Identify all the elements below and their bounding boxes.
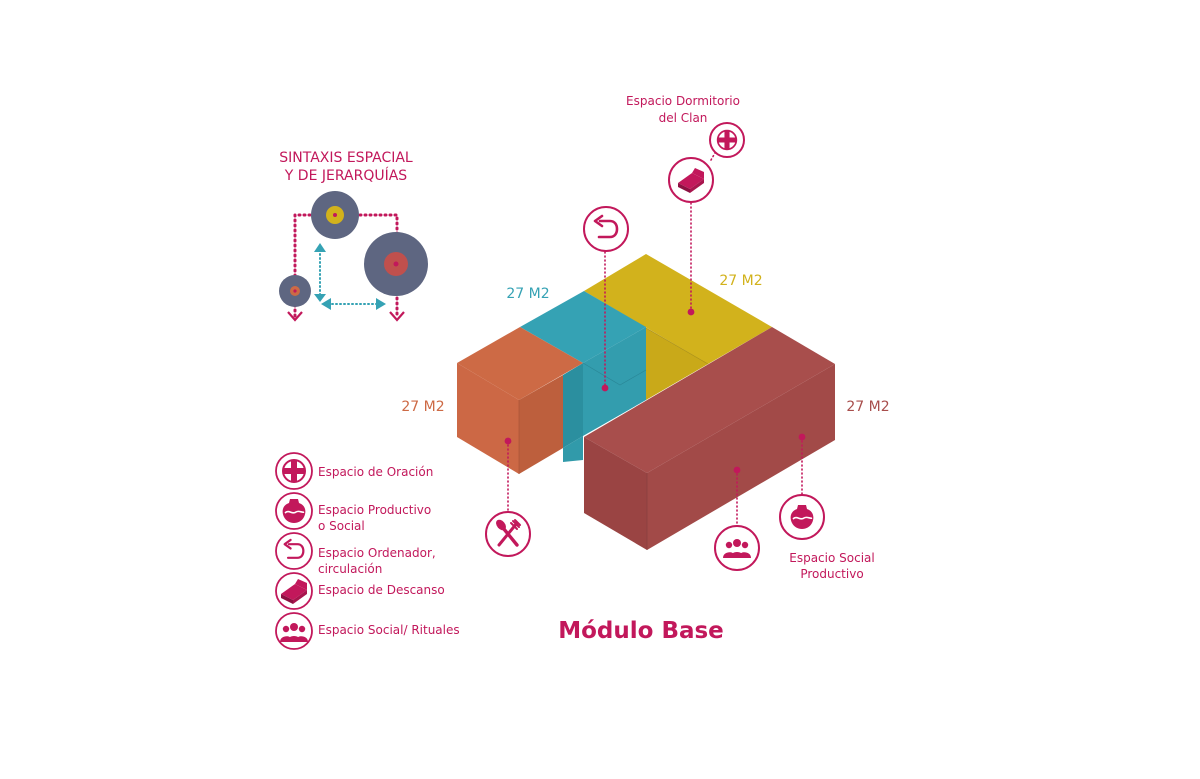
callout-people <box>714 525 760 571</box>
block-yellow-top <box>584 254 772 364</box>
area-label-red: 27 M2 <box>846 399 889 415</box>
callout-social-productivo-line1: Espacio Social <box>789 551 874 565</box>
area-label-teal: 27 M2 <box>506 286 549 302</box>
hierarchy-circle-small <box>279 275 311 307</box>
callout-utensils <box>485 511 531 557</box>
callout-cross <box>709 122 745 158</box>
legend-item: Espacio Social/ Rituales <box>275 612 460 650</box>
hierarchy-circle-large <box>364 232 428 296</box>
legend-label: Espacio Productivo <box>318 503 431 517</box>
isometric-module: 27 M2 27 M2 27 M2 27 M2 <box>401 254 890 550</box>
block-red-front <box>584 437 647 550</box>
cross-icon <box>282 459 306 483</box>
arrow-down-icon <box>314 294 326 302</box>
block-red-top <box>584 327 835 473</box>
area-label-yellow: 27 M2 <box>719 273 762 289</box>
block-red-side <box>647 364 835 550</box>
legend: Espacio de Oración Espacio Productivo o … <box>275 452 460 650</box>
legend-item: Espacio Ordenador, circulación <box>275 532 436 576</box>
legend-label: Espacio Ordenador, <box>318 546 436 560</box>
legend-label-sub: circulación <box>318 562 382 576</box>
syntax-title-line1: SINTAXIS ESPACIAL <box>279 150 413 166</box>
callout-return-arrow <box>583 206 629 252</box>
cross-icon <box>716 129 738 151</box>
diagram-title: Módulo Base <box>558 618 724 644</box>
callout-dormitorio-line2: del Clan <box>659 111 708 125</box>
block-yellow-front <box>646 328 708 400</box>
legend-label: Espacio de Descanso <box>318 583 445 597</box>
legend-label-sub: o Social <box>318 519 365 533</box>
syntax-title-line2: Y DE JERARQUÍAS <box>284 167 407 184</box>
area-label-orange: 27 M2 <box>401 399 444 415</box>
legend-item: Espacio de Descanso <box>275 572 445 610</box>
block-orange-right <box>519 375 563 474</box>
chevron-down-icon <box>389 311 405 322</box>
callout-dormitorio-line1: Espacio Dormitorio <box>626 94 740 108</box>
block-orange-left <box>457 363 519 474</box>
arrow-up-icon <box>314 243 326 252</box>
block-orange-top <box>457 327 583 400</box>
legend-label: Espacio Social/ Rituales <box>318 623 460 637</box>
legend-item: Espacio de Oración <box>275 452 433 490</box>
callout-bed <box>668 157 714 203</box>
callout-anchor-dots <box>504 308 806 474</box>
legend-item: Espacio Productivo o Social <box>275 492 431 533</box>
chevron-down-icon <box>287 311 303 322</box>
callout-vase <box>779 494 825 540</box>
hierarchy-circle-top <box>311 191 359 239</box>
legend-label: Espacio de Oración <box>318 465 433 479</box>
arrow-left-icon <box>321 298 331 310</box>
callout-social-productivo-line2: Productivo <box>800 567 863 581</box>
block-teal-left <box>563 363 583 448</box>
syntax-panel: SINTAXIS ESPACIAL Y DE JERARQUÍAS <box>279 150 428 322</box>
arrow-right-icon <box>376 298 386 310</box>
